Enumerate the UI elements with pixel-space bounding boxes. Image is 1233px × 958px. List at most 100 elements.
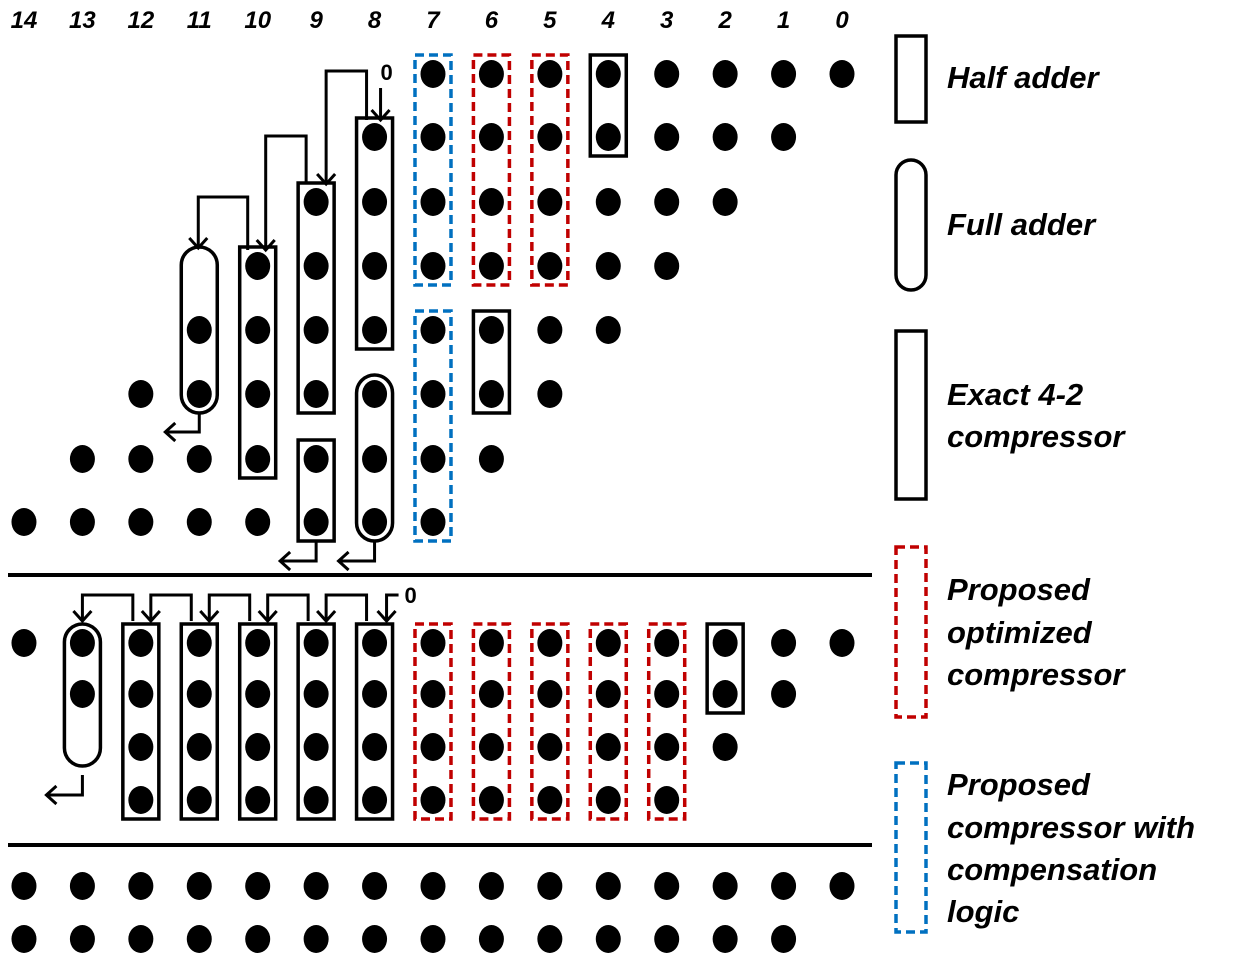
final-result-dot: [595, 925, 621, 953]
partial-product-dot: [712, 123, 738, 151]
partial-product-dot: [420, 629, 446, 657]
final-result-dot: [712, 925, 738, 953]
legend-label: Exact 4-2: [947, 377, 1083, 412]
partial-product-dot: [420, 60, 446, 88]
arrowhead-icon: [277, 550, 292, 572]
partial-product-dot: [69, 680, 95, 708]
optimized-compressor-box: [471, 53, 512, 287]
carry-out-line: [338, 541, 377, 563]
stage2-dot-matrix: [11, 622, 855, 821]
partial-product-dot: [303, 733, 329, 761]
partial-product-dot: [654, 60, 680, 88]
partial-product-dot: [186, 316, 212, 344]
partial-product-dot: [362, 252, 388, 280]
partial-product-dot: [478, 786, 504, 814]
final-result-dot: [128, 925, 154, 953]
arrowhead-icon: [257, 609, 278, 624]
partial-product-dot: [537, 252, 563, 280]
partial-product-dot: [829, 60, 855, 88]
partial-product-dot: [595, 680, 621, 708]
partial-product-dot: [303, 629, 329, 657]
carry-line: [207, 593, 252, 621]
exact-compressor-box: [237, 245, 278, 480]
carry-line: [324, 69, 369, 184]
legend-label: compressor with: [947, 810, 1195, 845]
partial-product-dot: [712, 733, 738, 761]
partial-product-dot: [420, 733, 446, 761]
legend-label: Proposed: [947, 767, 1091, 802]
partial-product-dot: [478, 60, 504, 88]
legend-label: compressor: [947, 657, 1126, 692]
arrowhead-icon: [199, 609, 220, 624]
arrowhead-icon: [163, 421, 177, 443]
partial-product-dot: [303, 508, 329, 536]
column-label: 5: [543, 7, 557, 34]
optimized-compressor-box: [530, 622, 570, 821]
stage3-final-rows: [11, 872, 855, 953]
partial-product-dot: [128, 508, 154, 536]
carry-line: [266, 593, 310, 621]
partial-product-dot: [537, 680, 563, 708]
partial-product-dot: [478, 733, 504, 761]
partial-product-dot: [654, 188, 680, 216]
partial-product-dot: [420, 380, 446, 408]
optimized-compressor-box: [471, 622, 512, 821]
partial-product-dot: [303, 188, 329, 216]
partial-product-dot: [537, 123, 563, 151]
optimized-compressor-box: [588, 622, 629, 821]
legend-label: optimized: [947, 615, 1093, 650]
column-label: 3: [660, 7, 674, 34]
final-result-dot: [303, 925, 329, 953]
arrowhead-icon: [376, 609, 397, 624]
partial-product-dot: [69, 629, 95, 657]
exact-compressor-box: [296, 622, 336, 821]
partial-product-dot: [537, 60, 563, 88]
partial-product-dot: [537, 629, 563, 657]
final-result-dot: [128, 872, 154, 900]
partial-product-dot: [478, 380, 504, 408]
partial-product-dot: [537, 380, 563, 408]
partial-product-dot: [303, 316, 329, 344]
final-result-dot: [11, 925, 37, 953]
partial-product-dot: [128, 680, 154, 708]
legend-swatch-compensation: [894, 761, 928, 934]
column-label: 14: [11, 7, 38, 34]
partial-product-dot: [186, 508, 212, 536]
partial-product-dot: [303, 680, 329, 708]
optimized-compressor-box: [530, 53, 570, 287]
partial-product-dot: [595, 733, 621, 761]
final-result-dot: [478, 925, 504, 953]
partial-product-dot: [362, 629, 388, 657]
final-result-dot: [186, 872, 212, 900]
partial-product-dot: [654, 680, 680, 708]
partial-product-dot: [537, 188, 563, 216]
partial-product-dot: [303, 445, 329, 473]
partial-product-dot: [69, 445, 95, 473]
legend-label: Full adder: [947, 207, 1097, 242]
legend-swatch-optimized: [894, 545, 928, 719]
arrowhead-icon: [255, 238, 276, 253]
arrowhead-icon: [44, 784, 58, 806]
partial-product-dot: [829, 629, 855, 657]
partial-product-dot: [186, 786, 212, 814]
partial-product-dot: [11, 508, 37, 536]
final-result-dot: [303, 872, 329, 900]
arrowhead-icon: [140, 609, 161, 624]
partial-product-dot: [362, 380, 388, 408]
final-result-dot: [537, 872, 563, 900]
half-adder-box: [471, 309, 512, 415]
arrowhead-icon: [336, 550, 350, 572]
final-result-dot: [771, 872, 797, 900]
column-label: 7: [426, 7, 441, 34]
column-label: 1: [777, 7, 790, 34]
final-result-dot: [186, 925, 212, 953]
column-label: 9: [309, 7, 323, 34]
exact-compressor-box: [237, 622, 278, 821]
column-label: 12: [127, 7, 154, 34]
partial-product-dot: [478, 188, 504, 216]
partial-product-dot: [595, 316, 621, 344]
carry-out-line: [46, 775, 84, 797]
carry-in-line: [385, 593, 399, 621]
